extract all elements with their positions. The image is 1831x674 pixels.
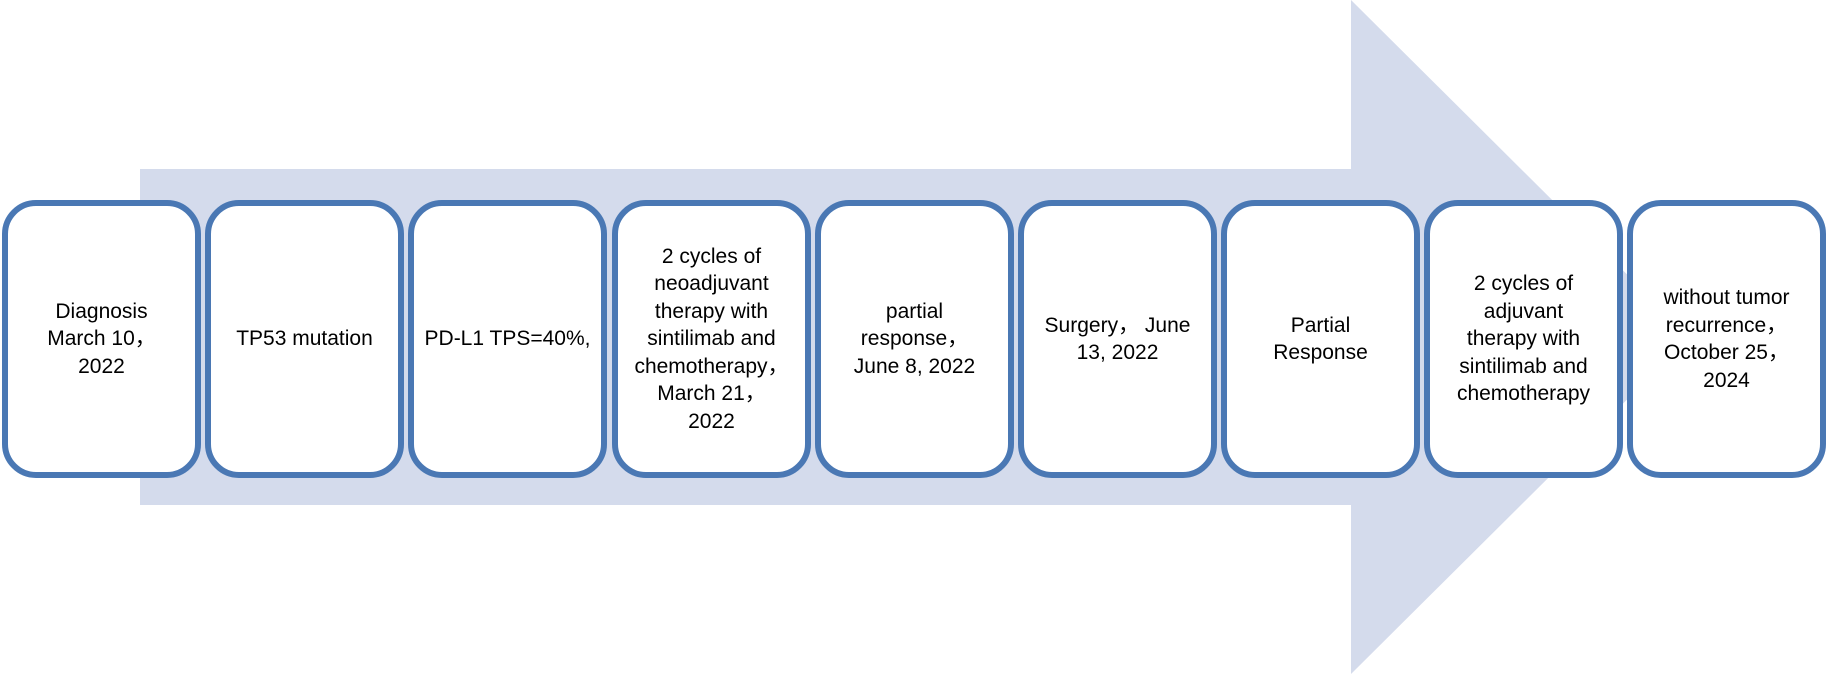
step-text-surgery: Surgery， June 13, 2022 (1044, 313, 1191, 365)
step-box-diagnosis: Diagnosis March 10， 2022 (2, 200, 201, 478)
step-text-partial-response-2: Partial Response (1273, 313, 1368, 365)
step-box-partial-response-2: Partial Response (1221, 200, 1420, 478)
timeline-steps: Diagnosis March 10， 2022 TP53 mutation P… (0, 200, 1831, 478)
step-text-no-recurrence: without tumor recurrence， October 25， 20… (1663, 286, 1790, 392)
step-text-diagnosis: Diagnosis March 10， 2022 (47, 299, 156, 378)
step-box-no-recurrence: without tumor recurrence， October 25， 20… (1627, 200, 1826, 478)
step-text-pd-l1: PD-L1 TPS=40%, (424, 327, 591, 351)
step-box-neoadjuvant-therapy: 2 cycles of neoadjuvant therapy with sin… (612, 200, 811, 478)
step-box-partial-response-1: partial response， June 8, 2022 (815, 200, 1014, 478)
step-text-neoadjuvant-therapy: 2 cycles of neoadjuvant therapy with sin… (634, 244, 789, 433)
step-box-surgery: Surgery， June 13, 2022 (1018, 200, 1217, 478)
step-box-tp53-mutation: TP53 mutation (205, 200, 404, 478)
step-text-adjuvant-therapy: 2 cycles of adjuvant therapy with sintil… (1456, 272, 1591, 406)
step-text-tp53-mutation: TP53 mutation (236, 327, 373, 351)
step-box-pd-l1: PD-L1 TPS=40%, (408, 200, 607, 478)
step-text-partial-response-1: partial response， June 8, 2022 (853, 299, 976, 378)
step-box-adjuvant-therapy: 2 cycles of adjuvant therapy with sintil… (1424, 200, 1623, 478)
